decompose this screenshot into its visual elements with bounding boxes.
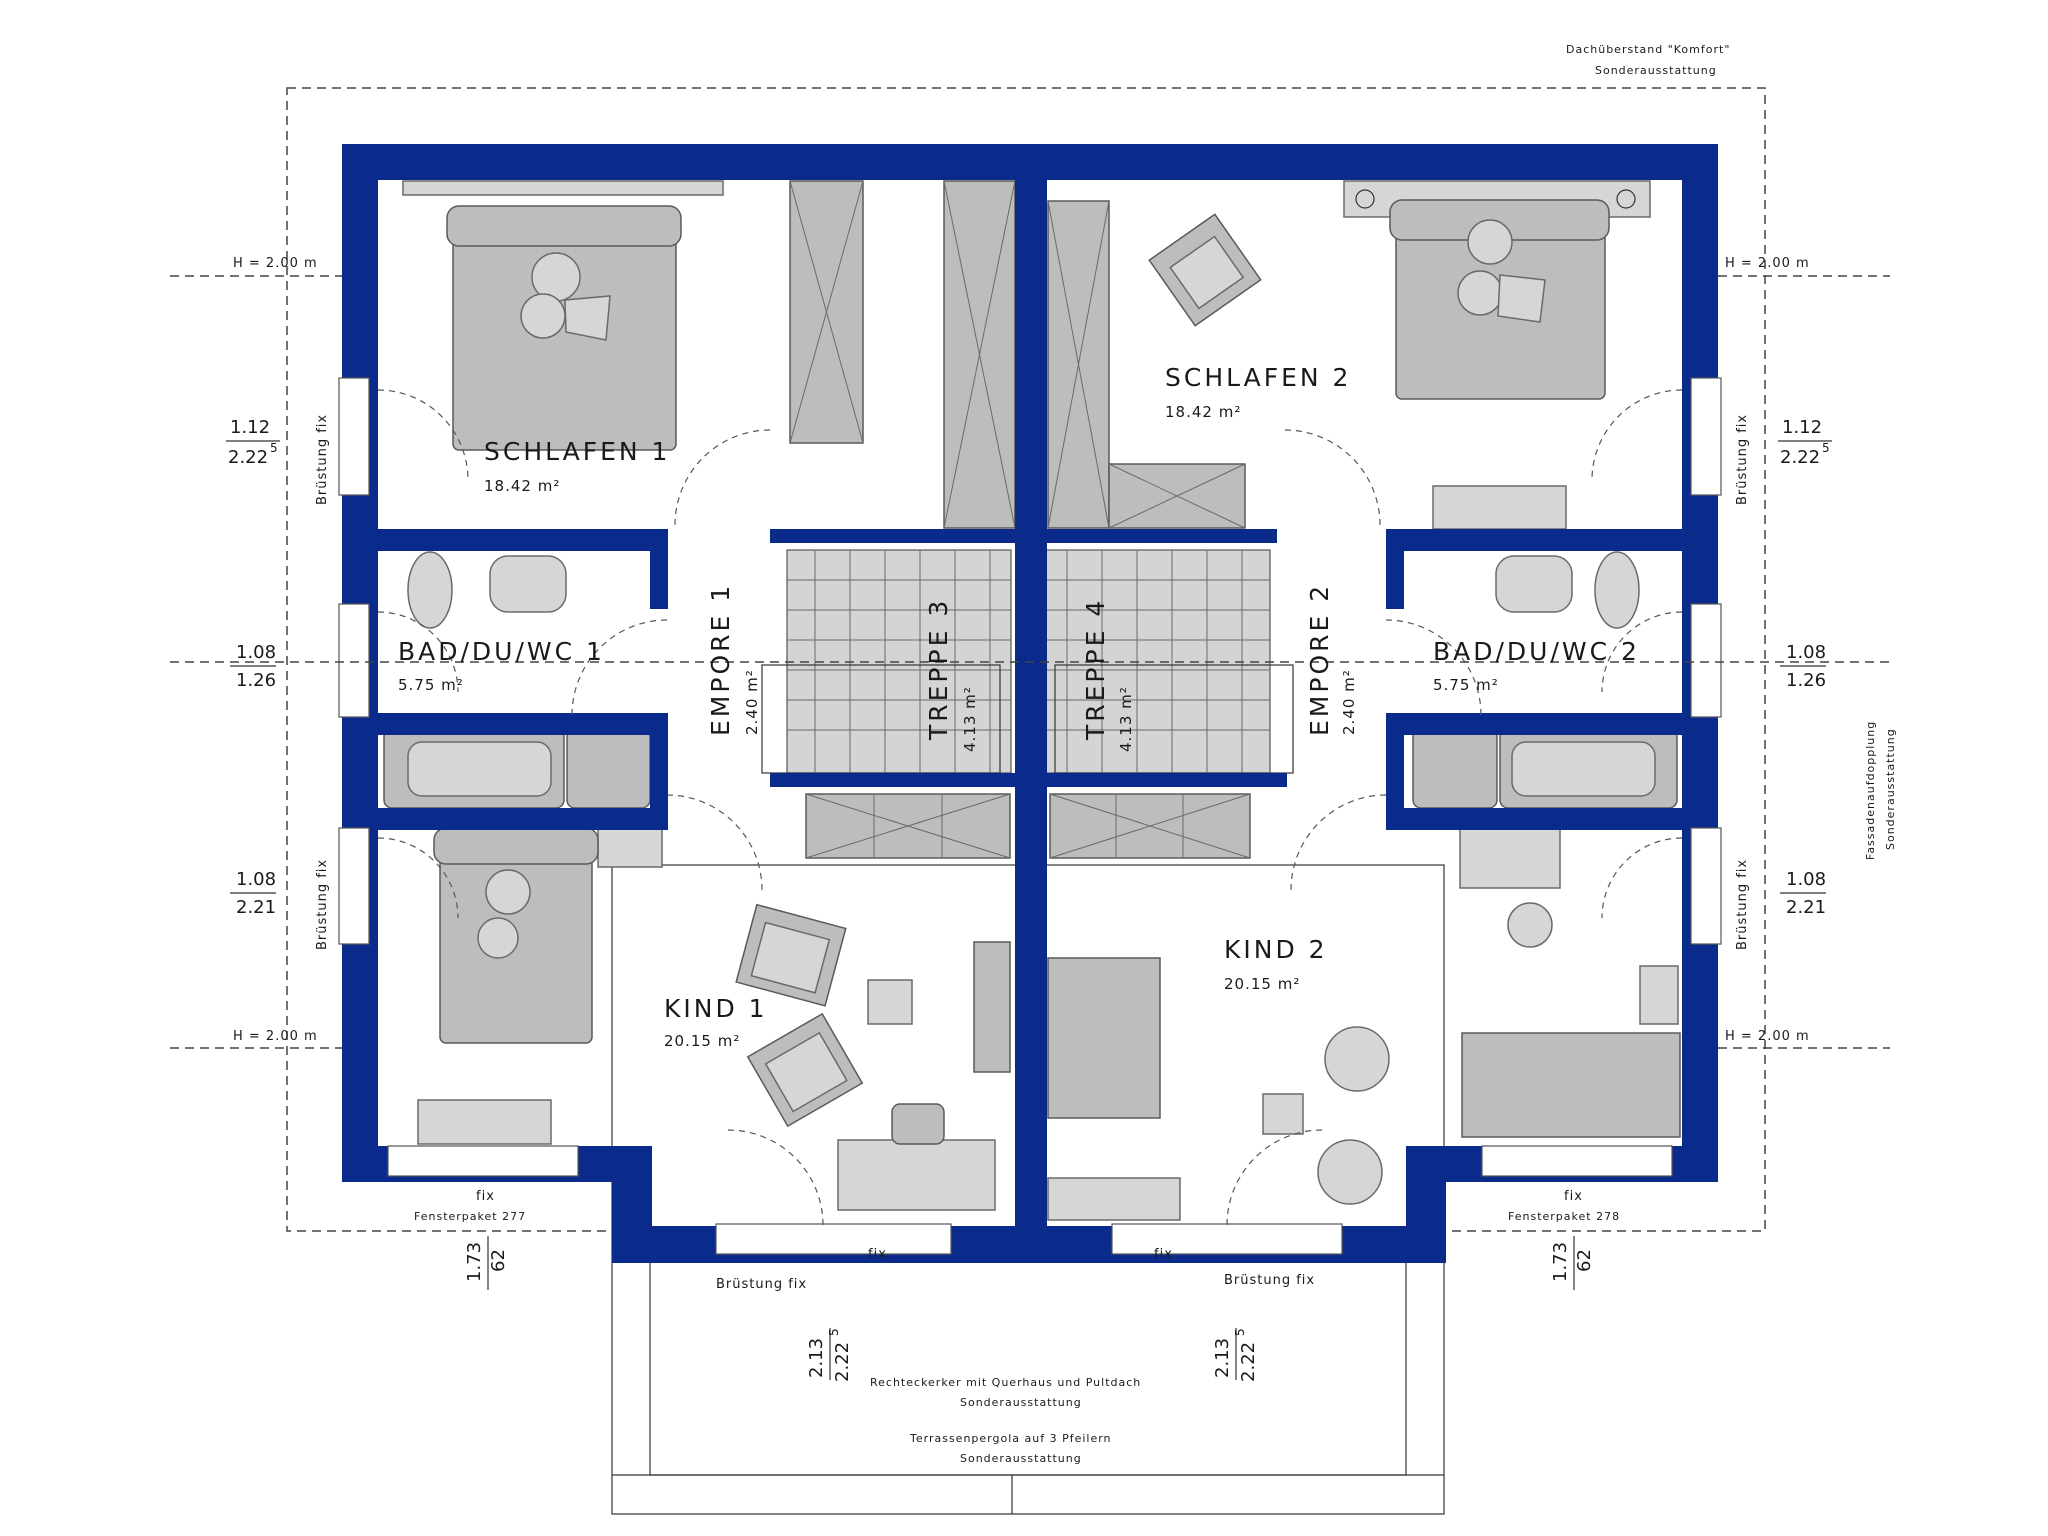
height-label-bottom-left: H = 2.00 m xyxy=(233,1029,318,1044)
dim-erker-left-top: 2.13 xyxy=(806,1338,827,1378)
bruestung-fix-left-lower: Brüstung fix xyxy=(315,859,330,950)
height-label-top-left: H = 2.00 m xyxy=(233,256,318,271)
dim-erker-right-bottom: 2.22 xyxy=(1238,1342,1259,1382)
room-label-empore1: EMPORE 1 xyxy=(706,583,735,736)
dim-right-upper-sup: 5 xyxy=(1822,441,1830,455)
dim-right-lower-top: 1.08 xyxy=(1786,869,1826,890)
room-label-empore2: EMPORE 2 xyxy=(1305,583,1334,736)
room-label-bad1: BAD/DU/WC 1 xyxy=(398,637,605,666)
note-erker-line2: Sonderausstattung xyxy=(960,1396,1082,1409)
dim-bottom-right-bottom: 62 xyxy=(1574,1249,1595,1272)
height-lines xyxy=(170,275,1890,1049)
dim-erker-left-sup: 5 xyxy=(827,1328,841,1336)
height-label-bottom-right: H = 2.00 m xyxy=(1725,1029,1810,1044)
dim-right-middle-bottom: 1.26 xyxy=(1786,670,1826,691)
dim-left-lower-top: 1.08 xyxy=(236,869,276,890)
room-area-schlafen1: 18.42 m² xyxy=(484,477,560,495)
room-label-bad2: BAD/DU/WC 2 xyxy=(1433,637,1640,666)
note-dachueberstand-line2: Sonderausstattung xyxy=(1595,64,1717,77)
fensterpaket-277-label: Fensterpaket 277 xyxy=(414,1210,526,1223)
furniture-guest-right xyxy=(1459,827,1681,1138)
room-label-kind2: KIND 2 xyxy=(1224,935,1328,964)
dim-right-upper-bottom: 2.22 xyxy=(1780,447,1820,468)
bruestung-fix-erker-right: Brüstung fix xyxy=(1224,1273,1315,1288)
fensterpaket-278-label: Fensterpaket 278 xyxy=(1508,1210,1620,1223)
wardrobe-right-2 xyxy=(1108,463,1246,529)
note-fassade-line2: Sonderausstattung xyxy=(1884,728,1897,850)
dim-left-lower-bottom: 2.21 xyxy=(236,897,276,918)
dim-erker-left-bottom: 2.22 xyxy=(832,1342,853,1382)
windows xyxy=(338,377,1722,1255)
furniture-kind2 xyxy=(1047,957,1390,1221)
room-area-bad2: 5.75 m² xyxy=(1433,676,1499,694)
armchair-schlafen2 xyxy=(1148,213,1262,327)
note-erker-line1: Rechteckerker mit Querhaus und Pultdach xyxy=(870,1376,1141,1389)
room-label-schlafen1: SCHLAFEN 1 xyxy=(484,437,670,466)
note-pergola-line1: Terrassenpergola auf 3 Pfeilern xyxy=(909,1432,1112,1445)
room-label-treppe4: TREPPE 4 xyxy=(1081,598,1110,741)
bathroom-fixtures-2 xyxy=(1412,551,1678,809)
desk-schlafen2 xyxy=(1432,485,1567,530)
room-label-treppe3: TREPPE 3 xyxy=(924,598,953,741)
room-area-kind1: 20.15 m² xyxy=(664,1032,740,1050)
bruestung-fix-right-upper: Brüstung fix xyxy=(1735,414,1750,505)
dim-erker-right-sup: 5 xyxy=(1233,1328,1247,1336)
dim-left-upper-bottom: 2.22 xyxy=(228,447,268,468)
bruestung-fix-left-upper: Brüstung fix xyxy=(315,414,330,505)
bed-guest-left xyxy=(417,827,599,1145)
dim-left-middle-bottom: 1.26 xyxy=(236,670,276,691)
fix-label-kind2: fix xyxy=(1154,1247,1173,1262)
dim-left-middle-top: 1.08 xyxy=(236,642,276,663)
bed-schlafen2 xyxy=(1343,180,1651,400)
fix-label-kind1: fix xyxy=(868,1247,887,1262)
furniture-kind1 xyxy=(735,903,1011,1211)
room-label-kind1: KIND 1 xyxy=(664,994,768,1023)
note-dachueberstand-line1: Dachüberstand "Komfort" xyxy=(1566,43,1730,56)
room-area-kind2: 20.15 m² xyxy=(1224,975,1300,993)
wardrobe-kind1 xyxy=(805,793,1011,859)
dim-bottom-left-bottom: 62 xyxy=(488,1249,509,1272)
bathroom-fixtures-1 xyxy=(383,551,663,868)
room-area-bad1: 5.75 m² xyxy=(398,676,464,694)
room-area-schlafen2: 18.42 m² xyxy=(1165,403,1241,421)
room-area-empore2: 2.40 m² xyxy=(1340,669,1358,735)
note-pergola-line2: Sonderausstattung xyxy=(960,1452,1082,1465)
wardrobe-right-1 xyxy=(1047,200,1110,529)
bruestung-fix-erker-left: Brüstung fix xyxy=(716,1277,807,1292)
fix-label-right: fix xyxy=(1564,1189,1583,1204)
dim-right-upper-top: 1.12 xyxy=(1782,417,1822,438)
bruestung-fix-right-lower: Brüstung fix xyxy=(1735,859,1750,950)
dim-right-lower-bottom: 2.21 xyxy=(1786,897,1826,918)
door-swings xyxy=(377,389,1683,1226)
room-label-schlafen2: SCHLAFEN 2 xyxy=(1165,363,1351,392)
dim-left-upper-top: 1.12 xyxy=(230,417,270,438)
room-area-treppe4: 4.13 m² xyxy=(1117,686,1135,752)
wardrobe-kind2 xyxy=(1049,793,1251,859)
dim-bottom-right-top: 1.73 xyxy=(1550,1242,1571,1282)
dim-erker-right-top: 2.13 xyxy=(1212,1338,1233,1378)
height-label-top-right: H = 2.00 m xyxy=(1725,256,1810,271)
dim-left-upper-sup: 5 xyxy=(270,441,278,455)
dim-bottom-left-top: 1.73 xyxy=(464,1242,485,1282)
fix-label-left: fix xyxy=(476,1189,495,1204)
wardrobe-left-2 xyxy=(943,180,1016,529)
room-area-empore1: 2.40 m² xyxy=(743,669,761,735)
note-fassade-line1: Fassadenaufdopplung xyxy=(1864,721,1877,860)
bed-schlafen1 xyxy=(402,180,724,451)
room-area-treppe3: 4.13 m² xyxy=(961,686,979,752)
wardrobe-left-1 xyxy=(789,180,864,444)
dimension-bars xyxy=(226,440,1832,1380)
dim-right-middle-top: 1.08 xyxy=(1786,642,1826,663)
